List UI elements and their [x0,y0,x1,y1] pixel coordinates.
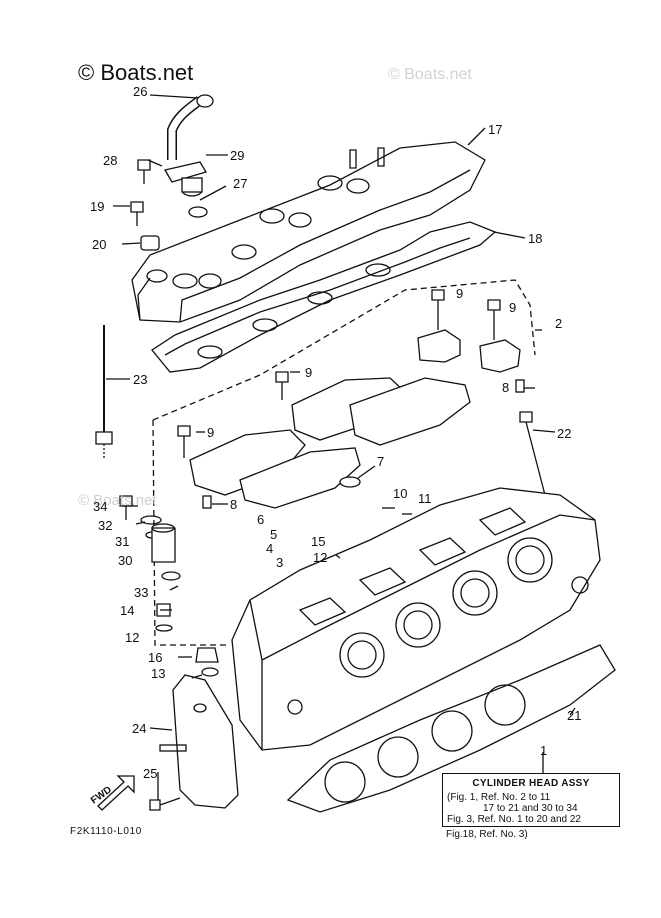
info-line-1: (Fig. 1, Ref. No. 2 to 11 [447,792,551,803]
callout-29: 29 [230,148,245,163]
callout-34: 34 [93,499,108,514]
callout-1: 1 [540,743,548,758]
callout-8-b: 8 [230,497,238,512]
callout-11: 11 [418,491,432,506]
callout-6: 6 [257,512,265,527]
callout-9-c: 9 [305,365,313,380]
callout-7: 7 [377,454,385,469]
callout-19: 19 [90,199,105,214]
info-box-title: CYLINDER HEAD ASSY [472,778,590,789]
callout-25: 25 [143,766,158,781]
callout-30: 30 [118,553,133,568]
callout-27: 27 [233,176,248,191]
assembly-info-box: CYLINDER HEAD ASSY (Fig. 1, Ref. No. 2 t… [442,773,620,827]
callout-17: 17 [488,122,503,137]
callout-4: 4 [266,541,274,556]
callout-22: 22 [557,426,572,441]
info-line-3: Fig. 3, Ref. No. 1 to 20 and 22 [447,814,581,825]
callout-20: 20 [92,237,107,252]
callout-12-a: 12 [313,550,328,565]
callout-12-b: 12 [125,630,140,645]
callout-23: 23 [133,372,148,387]
callout-31: 31 [115,534,130,549]
drawing-code: F2K1110-L010 [70,826,142,837]
callout-14: 14 [120,603,135,618]
watermark-mid: © Boats.net [78,492,157,509]
callout-9-b: 9 [509,300,517,315]
callout-33: 33 [134,585,149,600]
info-line-4: Fig.18, Ref. No. 3) [446,829,528,840]
callout-21: 21 [567,708,582,723]
callout-28: 28 [103,153,118,168]
callout-3: 3 [276,555,284,570]
callout-9-a: 9 [456,286,464,301]
callout-15: 15 [311,534,326,549]
info-line-2: 17 to 21 and 30 to 34 [483,803,578,814]
callout-24: 24 [132,721,147,736]
callout-5: 5 [270,527,278,542]
callout-8-a: 8 [502,380,510,395]
callout-2: 2 [555,316,563,331]
callout-16: 16 [148,650,163,665]
callout-26: 26 [133,84,148,99]
watermark-logo: © Boats.net [78,60,194,85]
watermark-ghost: © Boats.net [388,66,472,83]
callout-18: 18 [528,231,543,246]
callout-10: 10 [393,486,408,501]
callout-32: 32 [98,518,113,533]
callout-13: 13 [151,666,166,681]
callout-9-d: 9 [207,425,215,440]
